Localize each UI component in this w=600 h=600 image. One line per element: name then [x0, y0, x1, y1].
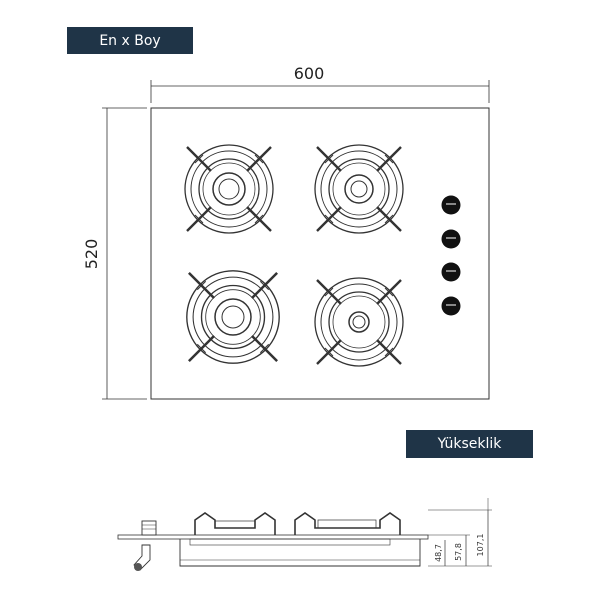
- knob-icon: [441, 229, 461, 249]
- dimension-label-bottom: Yükseklik: [406, 430, 533, 458]
- knob-icon: [441, 262, 461, 282]
- width-value: 600: [294, 64, 325, 83]
- width-dimension: 600: [150, 64, 490, 103]
- height-value: 520: [82, 239, 101, 270]
- side-dim-1: 48,7: [434, 544, 443, 562]
- hob-side-view: 48,7 57,8 107,1: [117, 498, 492, 571]
- hob-top-view: [150, 107, 490, 400]
- knob-icon: [441, 296, 461, 316]
- knob-icon: [441, 195, 461, 215]
- height-dimension: 520: [82, 107, 147, 400]
- side-dim-3: 107,1: [476, 534, 485, 557]
- dimension-label-top: En x Boy: [67, 27, 193, 54]
- side-dim-2: 57,8: [454, 543, 463, 561]
- burner-cap: [212, 172, 246, 206]
